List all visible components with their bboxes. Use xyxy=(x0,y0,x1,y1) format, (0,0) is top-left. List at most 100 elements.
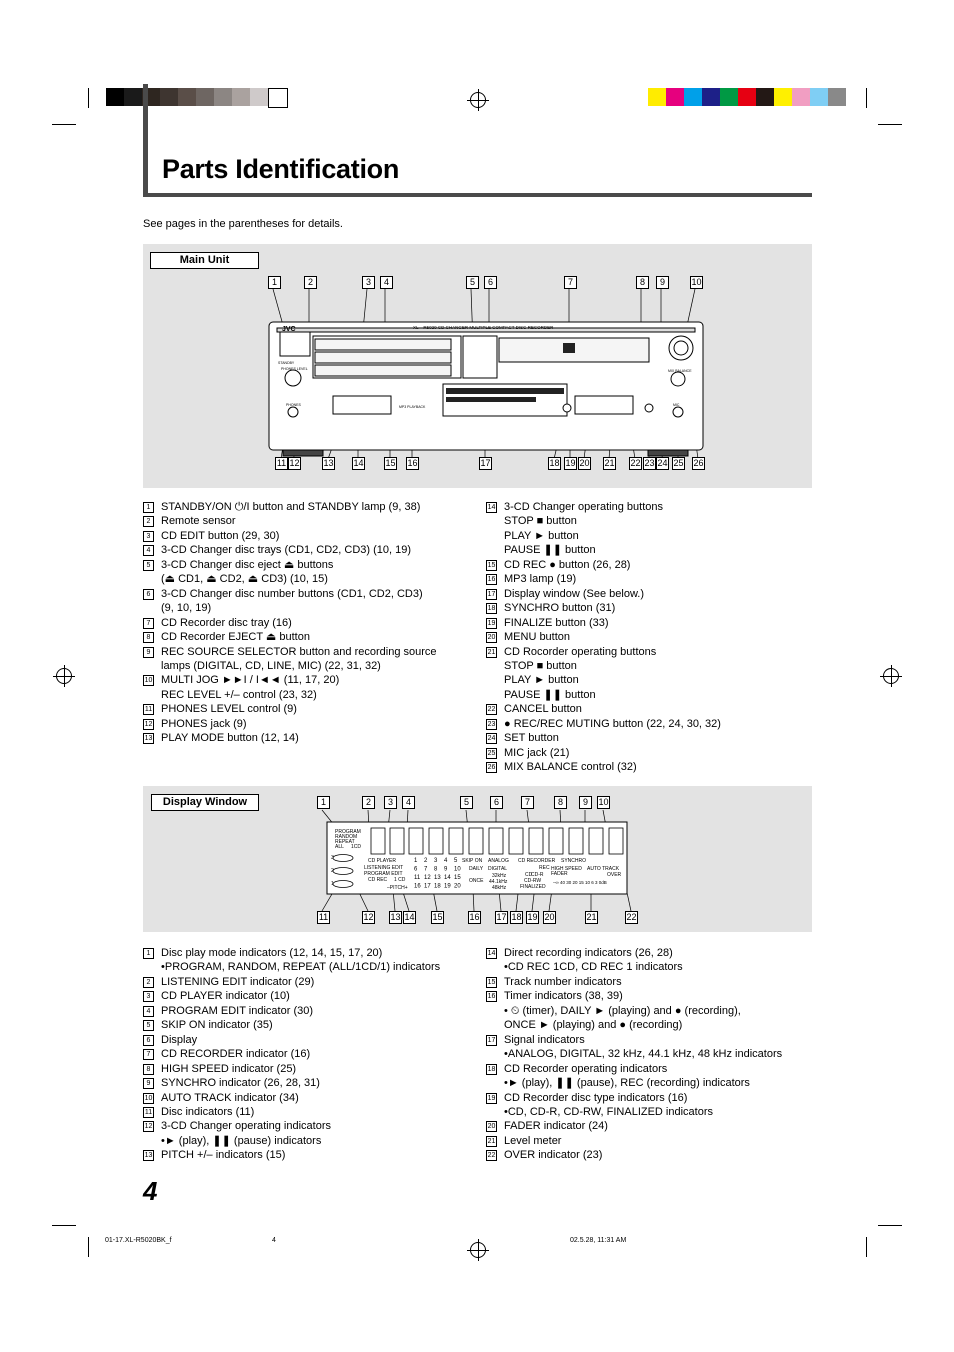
item-number: 13 xyxy=(143,1150,154,1162)
item-continuation: (⏏ CD1, ⏏ CD2, ⏏ CD3) (10, 15) xyxy=(143,572,473,586)
cd-type-cd-r: CD-R xyxy=(531,872,544,878)
item-number: 14 xyxy=(486,502,497,513)
registration-mark-icon xyxy=(880,665,902,687)
item-number: 8 xyxy=(143,1063,154,1075)
main-bottom-callout-16: 16 xyxy=(406,457,419,470)
display-top-callout-3: 3 xyxy=(384,796,397,809)
item-text: lamps (DIGITAL, CD, LINE, MIC) (22, 31, … xyxy=(161,659,381,672)
gray-swatch xyxy=(214,88,232,106)
device-title: XL – R5020 CD CHANGER MULTIPLE COMPACT D… xyxy=(413,325,554,330)
phones-level-label: PHONES LEVEL xyxy=(281,367,308,371)
item-11: 11 Disc indicators (11) xyxy=(143,1105,473,1119)
crop-mark xyxy=(878,124,902,125)
display-top-callout-4: 4 xyxy=(402,796,415,809)
main-top-callout-7: 7 xyxy=(564,276,577,289)
track-number: 5 xyxy=(454,858,458,864)
main-bottom-callout-24: 24 xyxy=(656,457,669,470)
disc-number-1: 1 xyxy=(331,881,334,887)
crop-mark xyxy=(52,1225,76,1226)
track-number: 3 xyxy=(434,858,438,864)
track-number: 10 xyxy=(454,867,461,873)
display-bottom-callout-20: 20 xyxy=(543,911,556,924)
item-text: REC LEVEL +/– control (23, 32) xyxy=(161,688,317,701)
track-number: 15 xyxy=(454,875,461,881)
synchro-indicator: SYNCHRO xyxy=(561,858,586,864)
item-number: 18 xyxy=(486,1063,497,1075)
main-unit-diagram: JVC XL – R5020 CD CHANGER MULTIPLE COMPA… xyxy=(268,288,704,460)
item-number: 1 xyxy=(143,948,154,959)
item-number: 3 xyxy=(143,530,154,542)
khz441-indicator: 44.1kHz xyxy=(489,879,508,885)
main-top-callout-4: 4 xyxy=(380,276,393,289)
disc-number-3: 3 xyxy=(331,855,334,861)
listening-edit-indicator: LISTENING EDIT xyxy=(364,865,403,871)
item-continuation: PAUSE ❚❚ button xyxy=(486,688,812,702)
color-swatch xyxy=(666,88,684,106)
main-bottom-callout-15: 15 xyxy=(384,457,397,470)
main-top-callout-3: 3 xyxy=(362,276,375,289)
main-bottom-callout-19: 19 xyxy=(564,457,577,470)
crop-mark xyxy=(52,124,76,125)
item-text: Disc indicators (11) xyxy=(161,1105,255,1118)
item-text: PLAY ► button xyxy=(504,529,579,542)
item-continuation: •CD, CD-R, CD-RW, FINALIZED indicators xyxy=(486,1105,812,1119)
item-continuation: PLAY ► button xyxy=(486,529,812,543)
item-text: Display window (See below.) xyxy=(504,587,645,600)
analog-indicator: ANALOG xyxy=(488,858,509,864)
display-top-callout-1: 1 xyxy=(317,796,330,809)
main-top-callout-1: 1 xyxy=(268,276,281,289)
main-bottom-callout-22: 22 xyxy=(629,457,642,470)
mode-all: ALL xyxy=(335,844,344,850)
item-number: 7 xyxy=(143,1049,154,1061)
item-text: (⏏ CD1, ⏏ CD2, ⏏ CD3) (10, 15) xyxy=(161,573,328,586)
item-text: MIX BALANCE control (32) xyxy=(504,761,637,774)
khz32-indicator: 32kHz xyxy=(492,873,507,879)
mode-repeat: REPEAT xyxy=(335,839,355,845)
item-7: 7 CD RECORDER indicator (16) xyxy=(143,1047,473,1061)
crop-mark xyxy=(88,88,89,108)
item-continuation: lamps (DIGITAL, CD, LINE, MIC) (22, 31, … xyxy=(143,659,473,673)
track-number: 19 xyxy=(444,884,451,890)
item-text: Direct recording indicators (26, 28) xyxy=(504,947,673,959)
cd-type-cd: CD xyxy=(525,872,533,878)
item-number: 11 xyxy=(143,1106,154,1118)
track-number: 2 xyxy=(424,858,428,864)
color-swatch xyxy=(792,88,810,106)
main-bottom-callout-21: 21 xyxy=(603,457,616,470)
cd-type-cd-rw: CD-RW xyxy=(524,878,541,884)
auto-track-indicator: AUTO TRACK xyxy=(587,866,620,872)
main-top-callout-6: 6 xyxy=(484,276,497,289)
item-text: Display xyxy=(161,1033,198,1046)
item-number: 5 xyxy=(143,1020,154,1032)
item-continuation: (9, 10, 19) xyxy=(143,601,473,615)
item-number: 17 xyxy=(486,1034,497,1046)
intro-text: See pages in the parentheses for details… xyxy=(143,218,343,230)
item-continuation: PLAY ► button xyxy=(486,673,812,687)
item-text: FINALIZE button (33) xyxy=(504,616,609,629)
level-meter-scale: –∞ 40 30 20 15 10 6 3 0dB xyxy=(553,880,607,885)
display-bottom-callout-16: 16 xyxy=(468,911,481,924)
gray-swatch xyxy=(250,88,268,106)
item-text: •CD REC 1CD, CD REC 1 indicators xyxy=(504,961,683,974)
item-text: CD RECORDER indicator (16) xyxy=(161,1048,311,1061)
item-text: Signal indicators xyxy=(504,1033,585,1046)
item-text: ● REC/REC MUTING button (22, 24, 30, 32) xyxy=(504,717,721,730)
brand-logo: JVC xyxy=(282,326,296,333)
footer-timestamp: 02.5.28, 11:31 AM xyxy=(570,1237,627,1244)
item-number: 4 xyxy=(143,545,154,557)
program-edit-indicator: PROGRAM EDIT xyxy=(364,871,403,877)
display-top-callout-9: 9 xyxy=(579,796,592,809)
main-bottom-callout-13: 13 xyxy=(322,457,335,470)
